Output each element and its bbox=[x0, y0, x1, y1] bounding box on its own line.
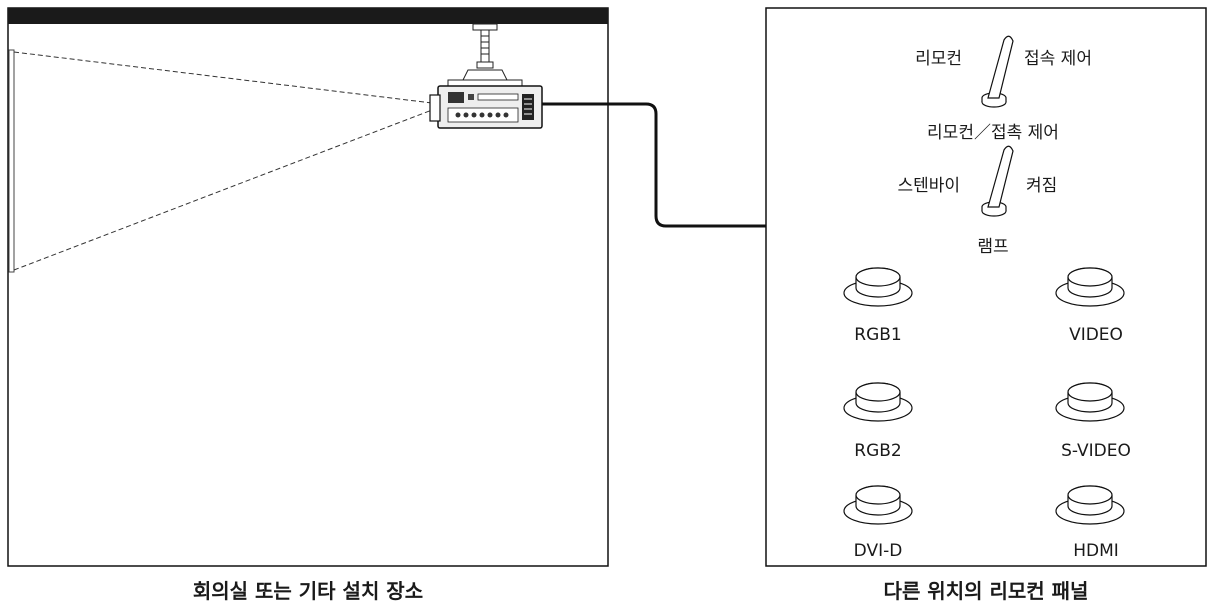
panel-caption: 다른 위치의 리모컨 패널 bbox=[883, 579, 1089, 603]
button-hdmi-label: HDMI bbox=[1073, 541, 1119, 561]
switch2-bottom-label: 램프 bbox=[977, 237, 1008, 257]
switch1-right-label: 접속 제어 bbox=[1024, 49, 1092, 69]
button-rgb2-label: RGB2 bbox=[854, 441, 901, 461]
toggle-switch-remote[interactable] bbox=[981, 35, 1014, 108]
button-dvi-d-label: DVI-D bbox=[854, 541, 903, 561]
button-video-label: VIDEO bbox=[1069, 325, 1123, 345]
remote-panel: 리모컨 접속 제어 리모컨／접촉 제어 스텐바이 켜짐 램프 RGB1 VIDE… bbox=[765, 7, 1207, 567]
projection-beam-lower bbox=[13, 109, 433, 271]
switch2-right-label: 켜짐 bbox=[1026, 176, 1057, 196]
button-dvi-d[interactable] bbox=[843, 485, 913, 525]
projection-beam-upper bbox=[13, 51, 433, 104]
room-caption: 회의실 또는 기타 설치 장소 bbox=[192, 579, 424, 603]
switch1-left-label: 리모컨 bbox=[915, 49, 962, 69]
toggle-switch-standby[interactable] bbox=[981, 145, 1014, 217]
switch2-left-label: 스텐바이 bbox=[897, 176, 960, 196]
switch1-bottom-label: 리모컨／접촉 제어 bbox=[927, 123, 1059, 143]
ceiling-mount bbox=[447, 23, 523, 87]
button-video[interactable] bbox=[1055, 267, 1125, 307]
projector-lens bbox=[429, 94, 441, 122]
ceiling-bar bbox=[8, 8, 608, 24]
button-s-video-label: S-VIDEO bbox=[1061, 441, 1131, 461]
button-hdmi[interactable] bbox=[1055, 485, 1125, 525]
projection-screen bbox=[8, 49, 15, 273]
room-area bbox=[7, 7, 609, 567]
projector bbox=[429, 85, 543, 129]
button-s-video[interactable] bbox=[1055, 382, 1125, 422]
button-rgb2[interactable] bbox=[843, 382, 913, 422]
connection-cable bbox=[542, 102, 766, 228]
button-rgb1-label: RGB1 bbox=[854, 325, 901, 345]
button-rgb1[interactable] bbox=[843, 267, 913, 307]
panel-frame bbox=[765, 7, 1207, 567]
